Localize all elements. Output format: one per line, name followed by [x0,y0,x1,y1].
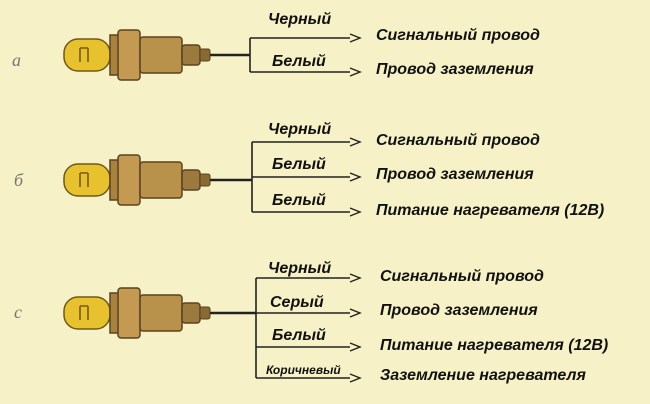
sensor-boot [199,306,211,320]
wire-arrow-icon [349,342,362,352]
wire-color-label: Белый [272,53,326,70]
sensor-hex-nut [117,29,141,81]
wire-color-label: Серый [270,294,324,311]
sensor-tip-slots [79,47,89,62]
oxygen-sensor-1 [63,137,362,217]
sensor-body [139,161,183,199]
wire-function-label: Сигнальный провод [376,132,540,149]
sensor-tip [63,296,111,330]
sensor-tip [63,163,111,197]
oxygen-sensor-2 [63,273,362,383]
wire-function-label: Провод заземления [376,61,534,78]
sensor-cap [181,44,201,66]
wire-arrow-icon [349,373,362,383]
wire-function-label: Сигнальный провод [380,268,544,285]
wire-function-label: Заземление нагревателя [380,367,586,384]
wire-function-label: Сигнальный провод [376,27,540,44]
wire-arrow-icon [349,273,362,283]
wire-function-label: Провод заземления [376,166,534,183]
wire-arrow-icon [349,33,362,43]
wire-arrow-icon [349,137,362,147]
sensor-boot [199,173,211,187]
sensor-boot [199,48,211,62]
wire-color-label: Черный [268,260,332,277]
sensor-cap [181,302,201,324]
sensor-body [139,294,183,332]
wire-arrow-icon [349,207,362,217]
wire-function-label: Питание нагревателя (12В) [380,337,609,354]
wire-color-label: Белый [272,327,326,344]
section-label-a: а [12,50,21,70]
oxygen-sensor-0 [63,29,362,81]
sensor-body [139,36,183,74]
wire-arrow-icon [349,67,362,77]
sensor-cap [181,169,201,191]
sensor-hex-nut [117,154,141,206]
wire-color-label: Черный [268,11,332,28]
wire-color-label: Белый [272,192,326,209]
wire-function-label: Питание нагревателя (12В) [376,202,605,219]
wire-color-label: Белый [272,156,326,173]
sensor-tip-slots [79,172,89,187]
section-label-b: б [14,170,24,190]
wire-color-label: Коричневый [266,363,341,377]
wire-arrow-icon [349,172,362,182]
wire-color-label: Черный [268,121,332,138]
wire-function-label: Провод заземления [380,302,538,319]
sensor-hex-nut [117,287,141,339]
sensor-tip-slots [79,305,89,320]
section-label-c: с [14,302,22,322]
wire-arrow-icon [349,308,362,318]
sensor-tip [63,38,111,72]
